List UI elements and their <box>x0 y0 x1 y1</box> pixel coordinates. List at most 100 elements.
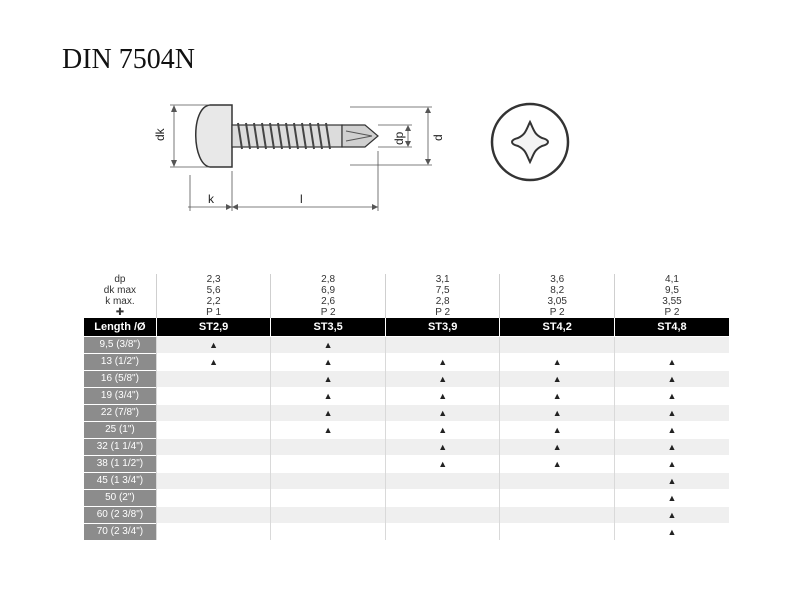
available-marker-icon: ▲ <box>270 336 386 354</box>
length-label: 19 (3/4") <box>84 387 157 405</box>
length-label: 32 (1 1/4") <box>84 438 157 456</box>
dim-dp-label: dp <box>392 131 406 145</box>
param-row-dk-max: dk max 5,6 6,9 7,5 8,2 9,5 <box>84 285 729 296</box>
param-row-drive: ✚ P 1 P 2 P 2 P 2 P 2 <box>84 307 729 318</box>
param-value: 9,5 <box>613 285 729 296</box>
empty-cell <box>155 387 271 405</box>
available-marker-icon: ▲ <box>384 455 500 473</box>
available-marker-icon: ▲ <box>499 455 615 473</box>
length-header: Length /Ø <box>84 318 157 337</box>
table-header-row: Length /Ø ST2,9 ST3,5 ST3,9 ST4,2 ST4,8 <box>84 318 729 337</box>
empty-cell <box>384 489 500 507</box>
param-value: P 2 <box>613 307 729 318</box>
size-header: ST4,2 <box>499 318 615 337</box>
dim-d-label: d <box>431 134 445 141</box>
available-marker-icon: ▲ <box>499 387 615 405</box>
param-row-dp: dp 2,3 2,8 3,1 3,6 4,1 <box>84 274 729 285</box>
available-marker-icon: ▲ <box>613 523 729 540</box>
empty-cell <box>499 336 615 354</box>
param-value: 4,1 <box>613 274 729 285</box>
length-label: 60 (2 3/8") <box>84 506 157 524</box>
param-value: 3,1 <box>384 274 500 285</box>
available-marker-icon: ▲ <box>384 404 500 422</box>
empty-cell <box>270 438 386 456</box>
param-value: 8,2 <box>499 285 615 296</box>
param-value: 2,2 <box>155 296 271 307</box>
empty-cell <box>384 523 500 540</box>
table-row: 9,5 (3/8")▲▲ <box>84 336 729 354</box>
empty-cell <box>270 523 386 540</box>
length-label: 13 (1/2") <box>84 353 157 371</box>
available-marker-icon: ▲ <box>384 353 500 371</box>
length-label: 70 (2 3/4") <box>84 523 157 540</box>
table-row: 38 (1 1/2")▲▲▲ <box>84 455 729 473</box>
available-marker-icon: ▲ <box>499 370 615 388</box>
param-value: 3,05 <box>499 296 615 307</box>
param-label: k max. <box>84 296 157 307</box>
param-value: 3,55 <box>613 296 729 307</box>
length-label: 9,5 (3/8") <box>84 336 157 354</box>
table-row: 32 (1 1/4")▲▲▲ <box>84 438 729 456</box>
length-label: 50 (2") <box>84 489 157 507</box>
param-value: 3,6 <box>499 274 615 285</box>
empty-cell <box>155 421 271 439</box>
param-row-k-max: k max. 2,2 2,6 2,8 3,05 3,55 <box>84 296 729 307</box>
param-value: 5,6 <box>155 285 271 296</box>
empty-cell <box>270 506 386 524</box>
available-marker-icon: ▲ <box>613 370 729 388</box>
dim-k-label: k <box>208 192 215 206</box>
param-value: 7,5 <box>384 285 500 296</box>
param-label: dp <box>84 274 157 285</box>
length-label: 16 (5/8") <box>84 370 157 388</box>
param-value: 2,6 <box>270 296 386 307</box>
available-marker-icon: ▲ <box>384 421 500 439</box>
empty-cell <box>155 455 271 473</box>
empty-cell <box>270 455 386 473</box>
available-marker-icon: ▲ <box>613 404 729 422</box>
available-marker-icon: ▲ <box>613 489 729 507</box>
empty-cell <box>499 472 615 490</box>
available-marker-icon: ▲ <box>499 404 615 422</box>
empty-cell <box>155 438 271 456</box>
param-value: P 1 <box>155 307 271 318</box>
empty-cell <box>384 336 500 354</box>
size-header: ST3,9 <box>384 318 500 337</box>
available-marker-icon: ▲ <box>613 455 729 473</box>
param-value: P 2 <box>384 307 500 318</box>
length-label: 38 (1 1/2") <box>84 455 157 473</box>
empty-cell <box>270 489 386 507</box>
available-marker-icon: ▲ <box>270 421 386 439</box>
param-label: dk max <box>84 285 157 296</box>
empty-cell <box>384 472 500 490</box>
table-row: 45 (1 3/4")▲ <box>84 472 729 490</box>
empty-cell <box>499 489 615 507</box>
empty-cell <box>155 523 271 540</box>
table-row: 13 (1/2")▲▲▲▲▲ <box>84 353 729 371</box>
empty-cell <box>155 472 271 490</box>
available-marker-icon: ▲ <box>384 387 500 405</box>
phillips-head-top-view <box>490 102 570 182</box>
table-row: 16 (5/8")▲▲▲▲ <box>84 370 729 388</box>
available-marker-icon: ▲ <box>270 404 386 422</box>
screw-side-view-drawing: dk k l dp d <box>153 104 445 211</box>
param-value: 2,3 <box>155 274 271 285</box>
length-label: 25 (1") <box>84 421 157 439</box>
available-marker-icon: ▲ <box>270 387 386 405</box>
table-row: 60 (2 3/8")▲ <box>84 506 729 524</box>
size-header: ST3,5 <box>270 318 386 337</box>
empty-cell <box>155 489 271 507</box>
available-marker-icon: ▲ <box>384 438 500 456</box>
page-title: DIN 7504N <box>62 44 195 75</box>
table-row: 19 (3/4")▲▲▲▲ <box>84 387 729 405</box>
empty-cell <box>499 523 615 540</box>
available-marker-icon: ▲ <box>270 353 386 371</box>
size-header: ST4,8 <box>613 318 729 337</box>
dim-l-label: l <box>300 192 303 206</box>
length-label: 22 (7/8") <box>84 404 157 422</box>
available-marker-icon: ▲ <box>499 438 615 456</box>
available-marker-icon: ▲ <box>613 438 729 456</box>
available-marker-icon: ▲ <box>499 421 615 439</box>
param-value: 2,8 <box>270 274 386 285</box>
param-value: 6,9 <box>270 285 386 296</box>
empty-cell <box>499 506 615 524</box>
